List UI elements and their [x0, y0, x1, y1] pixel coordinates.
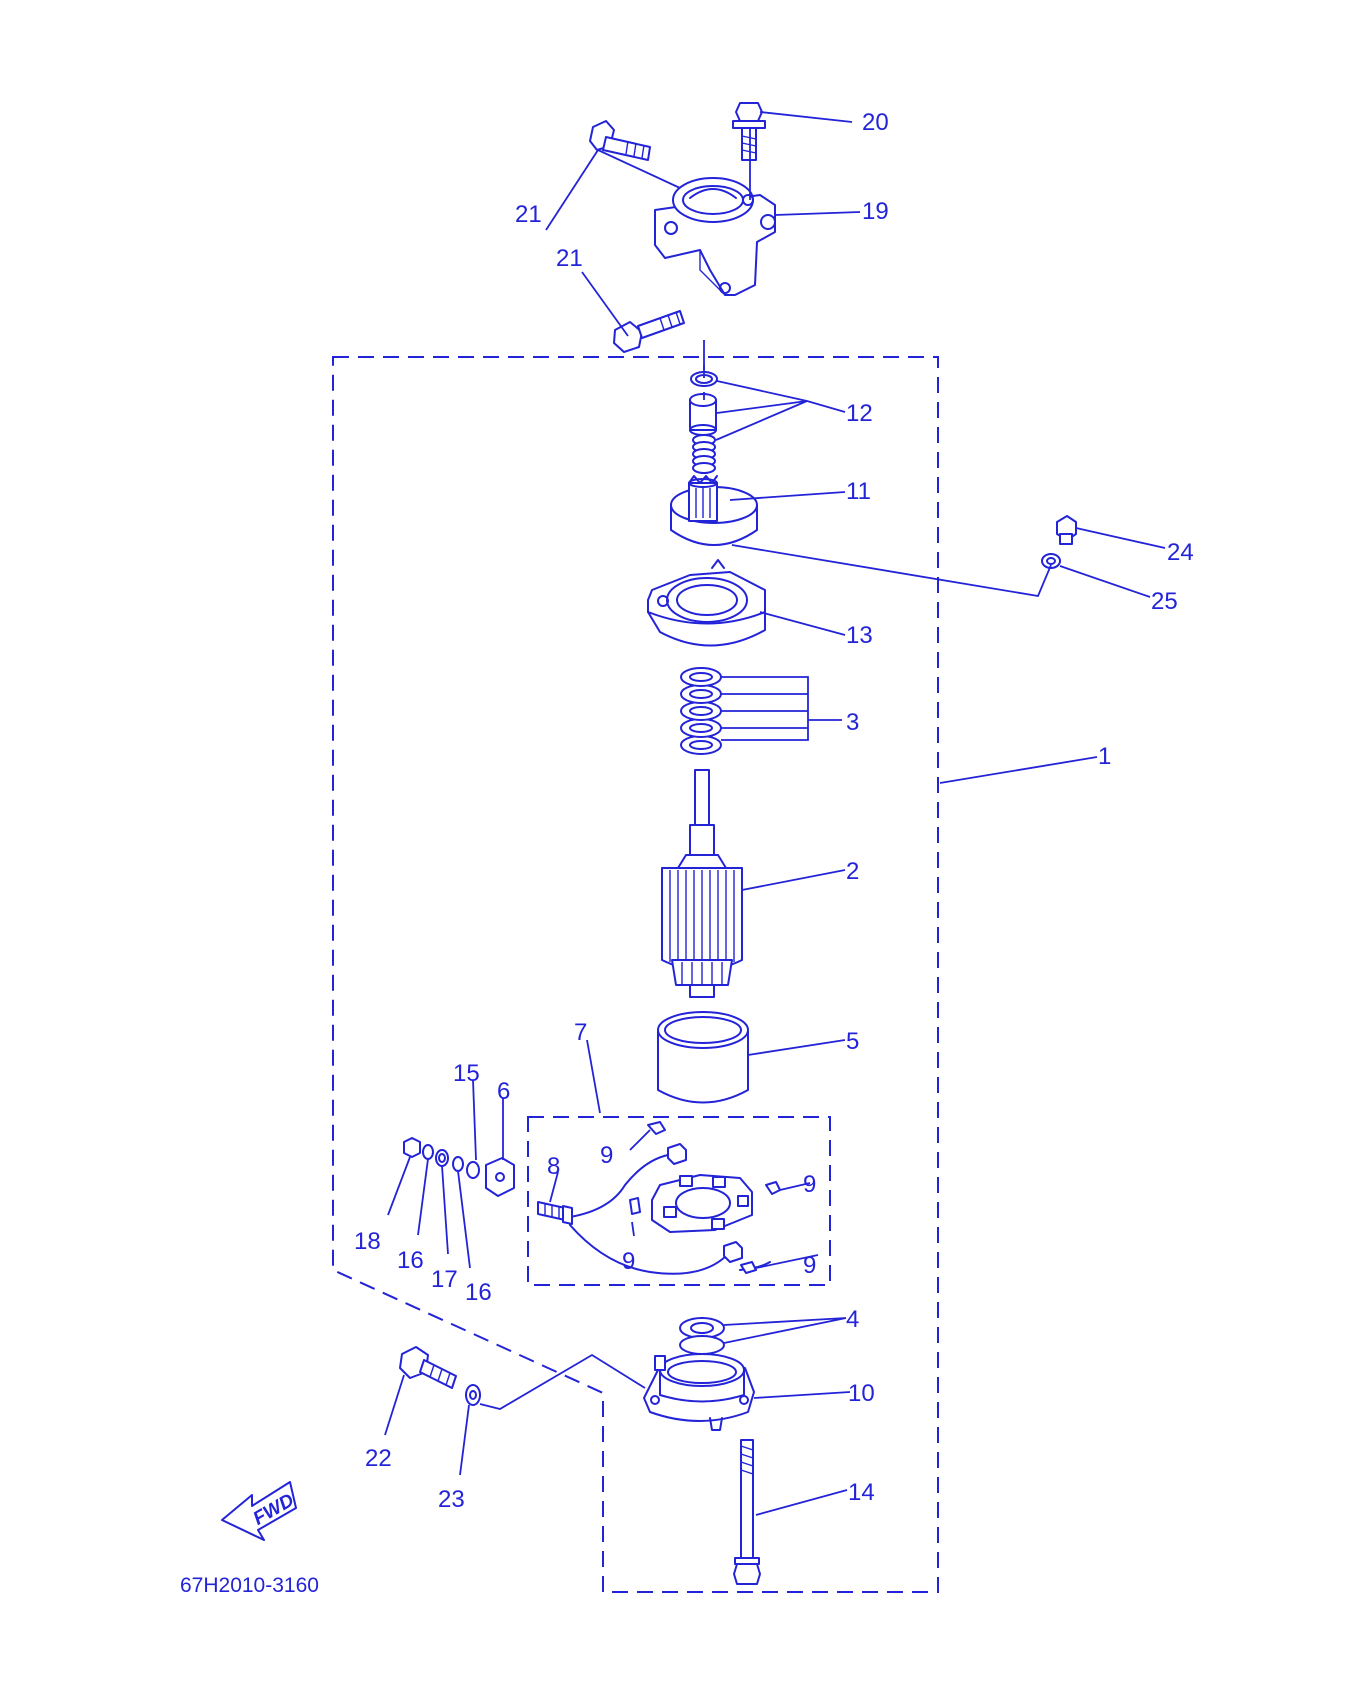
callout-7: 7: [574, 1019, 587, 1046]
callout-9-bottom: 9: [803, 1252, 816, 1279]
callout-13: 13: [846, 622, 873, 649]
callout-16-right: 16: [465, 1279, 492, 1306]
part-13-front-cover: [647, 559, 766, 647]
part-18-nut: [403, 1137, 421, 1158]
diagram-code: 67H2010-3160: [180, 1574, 319, 1597]
part-24-screw: [1056, 515, 1077, 545]
callout-19: 19: [862, 198, 889, 225]
part-19-bracket: [654, 177, 776, 296]
part-25-washer: [1041, 553, 1061, 569]
callout-14: 14: [848, 1479, 875, 1506]
callout-20: 20: [862, 109, 889, 136]
callout-17: 17: [431, 1266, 458, 1293]
part-8-terminal-bolt: [537, 1201, 573, 1225]
callout-21-upper: 21: [515, 201, 542, 228]
part-3-washers: [680, 667, 722, 755]
part-12-stopper-set: [689, 371, 718, 474]
part-22-bolt: [399, 1346, 457, 1389]
callout-12: 12: [846, 400, 873, 427]
callout-15: 15: [453, 1060, 480, 1087]
callout-21-lower: 21: [556, 245, 583, 272]
callout-2: 2: [846, 858, 859, 885]
part-6-insulator: [485, 1157, 515, 1197]
callout-10: 10: [848, 1380, 875, 1407]
part-15-washer: [466, 1161, 480, 1179]
callout-25: 25: [1151, 588, 1178, 615]
callout-9-right: 9: [803, 1171, 816, 1198]
part-9-screws: [629, 1121, 781, 1274]
fwd-arrow: FWD: [221, 1481, 298, 1541]
callouts: 20 19 21 21 12 11 24 25 13 3 1 2 7 5 15 …: [354, 109, 1194, 1513]
callout-23: 23: [438, 1486, 465, 1513]
callout-18: 18: [354, 1228, 381, 1255]
callout-11: 11: [846, 478, 871, 505]
part-21-bolt-lower: [613, 310, 685, 353]
part-17-nut: [435, 1149, 449, 1167]
callout-4: 4: [846, 1306, 859, 1333]
callout-6: 6: [497, 1078, 510, 1105]
callout-22: 22: [365, 1445, 392, 1472]
brush-kit-boundary: [527, 1116, 831, 1286]
callout-9-mid: 9: [622, 1248, 635, 1275]
brush-blocks: [667, 1143, 743, 1263]
part-14-through-bolt: [733, 1439, 761, 1585]
part-16-washer-a: [422, 1144, 434, 1160]
callout-9-top: 9: [600, 1142, 613, 1169]
part-7-brush-holder: [651, 1174, 753, 1233]
part-21-bolt-upper: [589, 120, 651, 161]
part-5-yoke: [657, 1011, 749, 1104]
part-11-pinion: [670, 475, 758, 546]
part-10-rear-cover: [643, 1353, 755, 1431]
part-2-armature: [661, 769, 743, 998]
leader-lines: [384, 111, 1166, 1516]
callout-8: 8: [547, 1153, 560, 1180]
part-16-washer-b: [452, 1156, 464, 1172]
callout-1: 1: [1098, 743, 1111, 770]
callout-24: 24: [1167, 539, 1194, 566]
part-4-washers: [679, 1317, 725, 1355]
part-23-washer: [465, 1384, 481, 1406]
callout-3: 3: [846, 709, 859, 736]
callout-16-left: 16: [397, 1247, 424, 1274]
assembly-boundary: [332, 356, 939, 1593]
part-20-bolt: [732, 102, 766, 161]
callout-5: 5: [846, 1028, 859, 1055]
